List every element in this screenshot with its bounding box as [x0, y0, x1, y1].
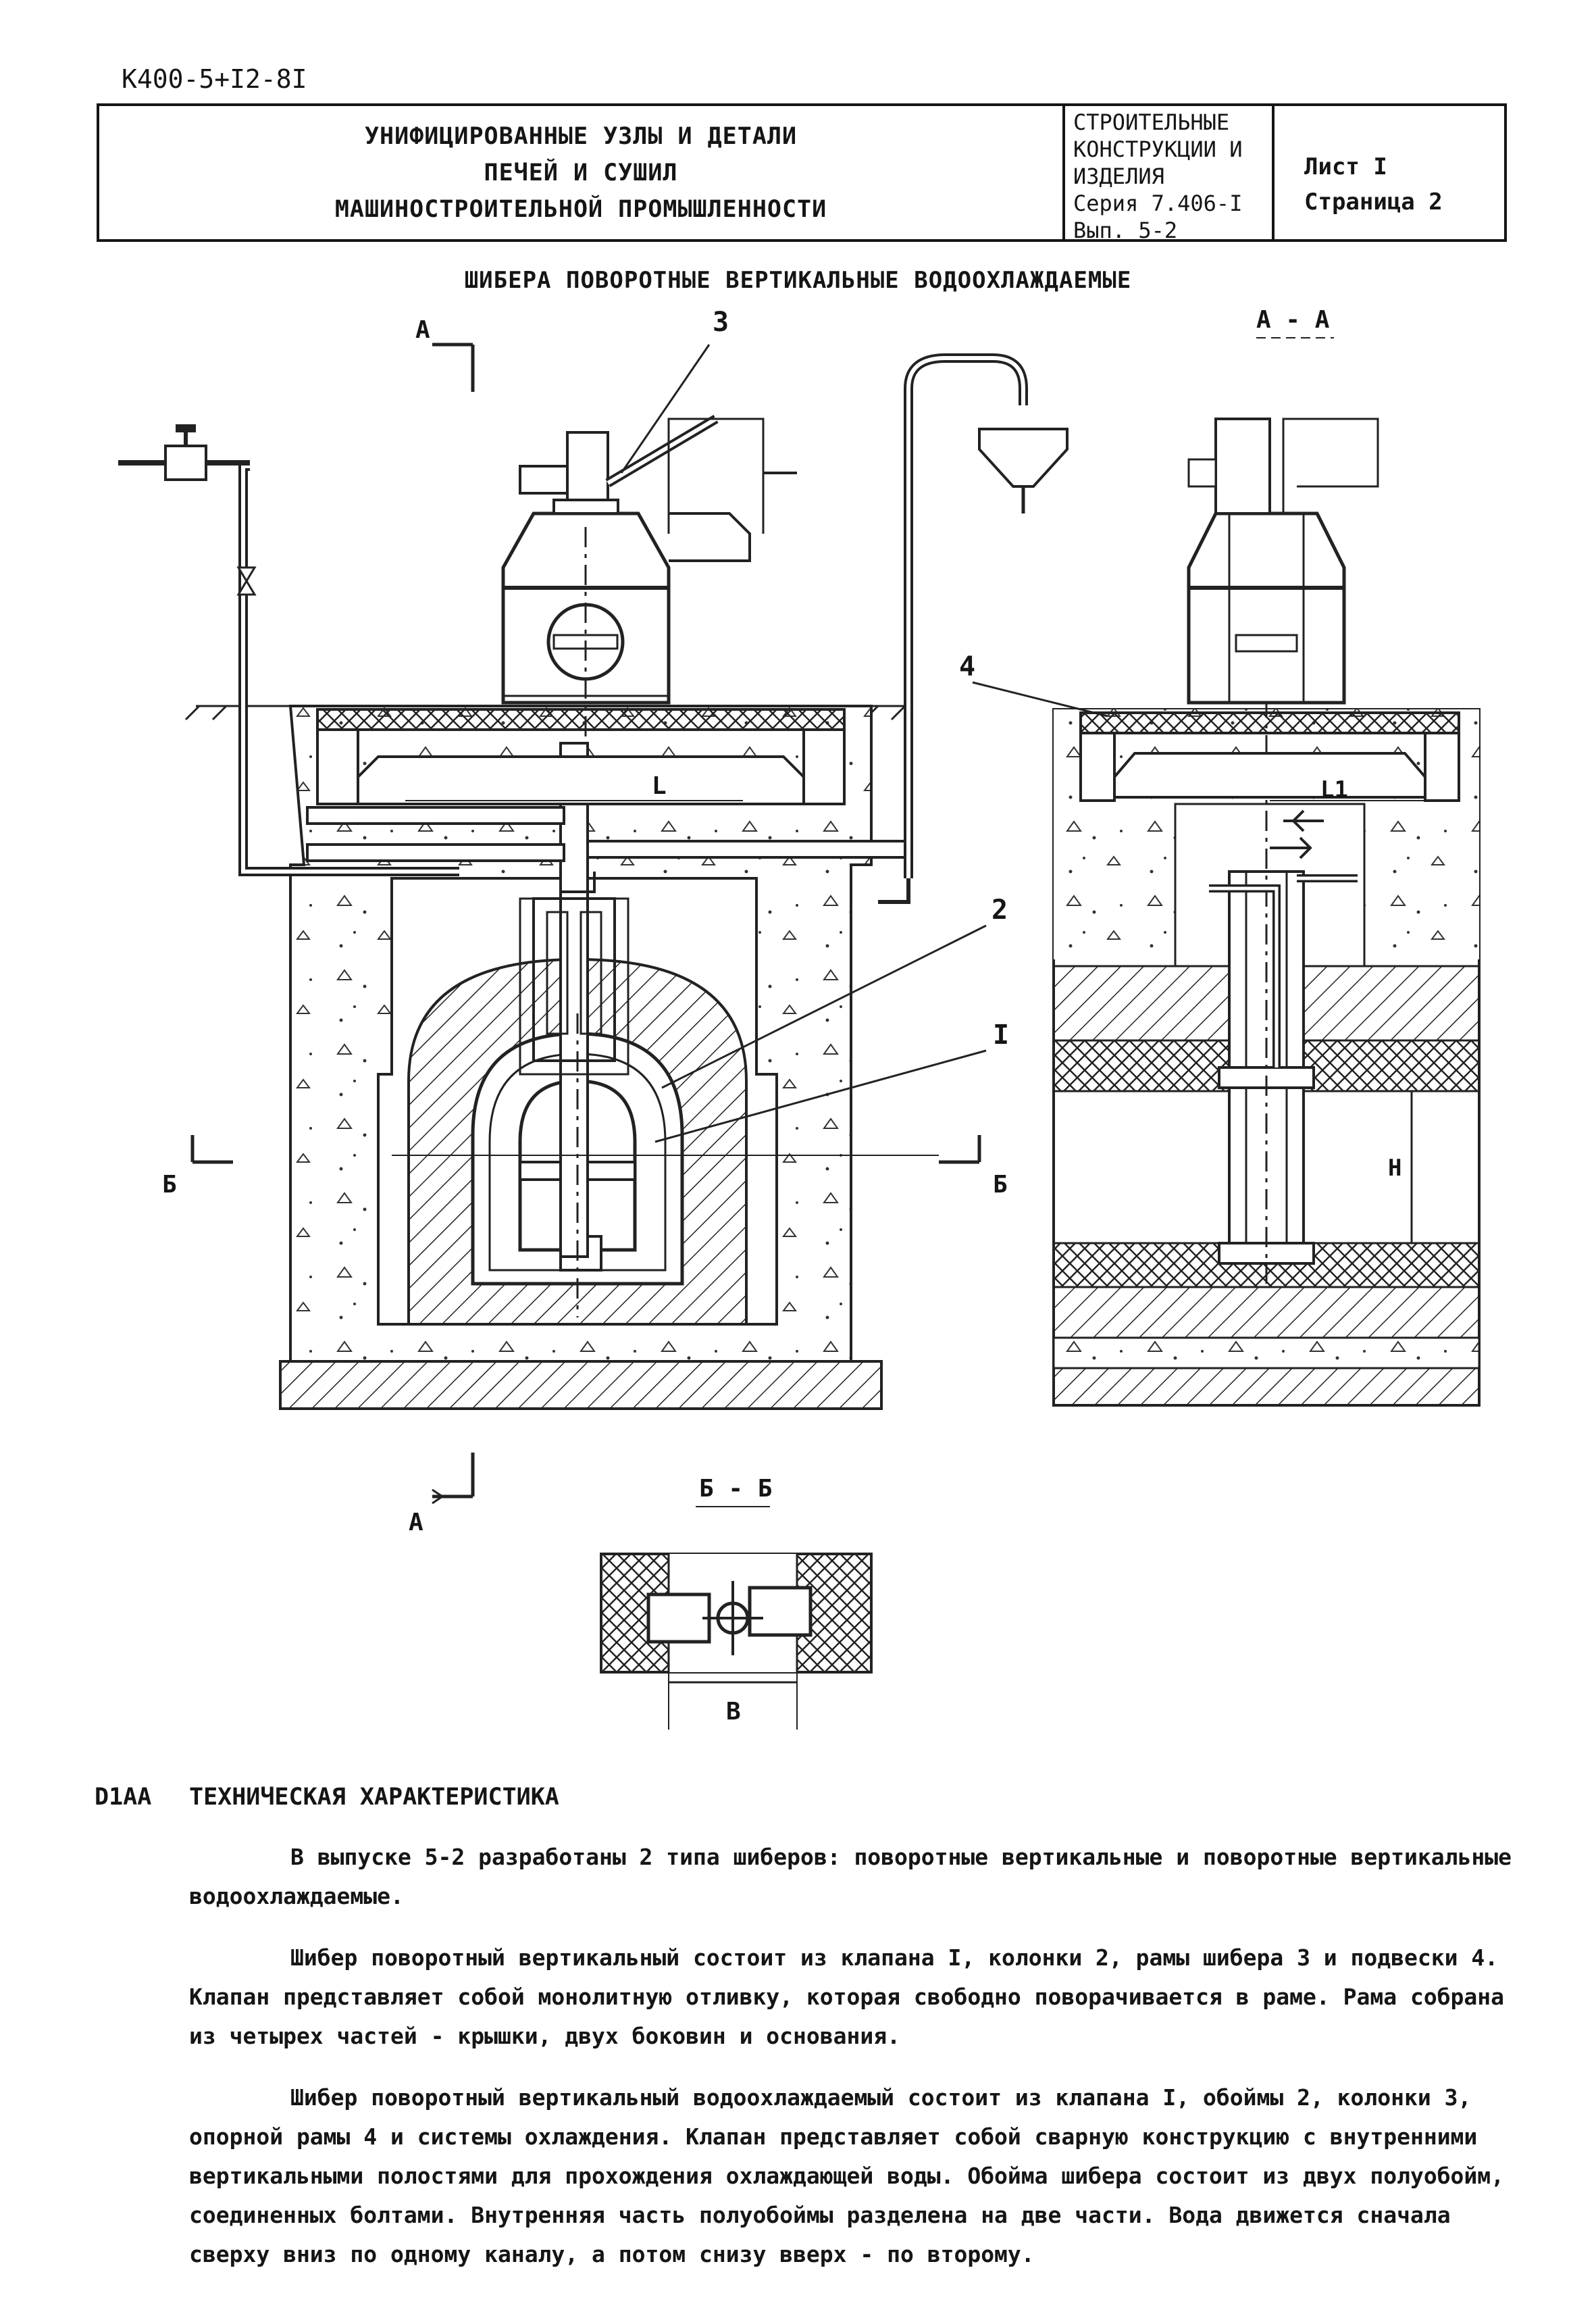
- title-block-main: УНИФИЦИРОВАННЫЕ УЗЛЫ И ДЕТАЛИ ПЕЧЕЙ И СУ…: [99, 106, 1065, 239]
- dimension-b: В: [726, 1698, 741, 1726]
- page-number: Страница 2: [1304, 188, 1443, 216]
- callout-3: 3: [713, 307, 729, 338]
- title-block-series: СТРОИТЕЛЬНЫЕ КОНСТРУКЦИИ И ИЗДЕЛИЯ Серия…: [1065, 106, 1275, 243]
- dimension-l1: L1: [1320, 776, 1348, 803]
- section-aa-title: А - А: [1256, 306, 1330, 334]
- section-mark-b-right: Б: [993, 1171, 1008, 1199]
- series-line-4: Серия 7.406-I: [1073, 191, 1243, 216]
- title-line-2: ПЕЧЕЙ И СУШИЛ: [484, 159, 678, 186]
- title-line-3: МАШИНОСТРОИТЕЛЬНОЙ ПРОМЫШЛЕННОСТИ: [334, 195, 827, 223]
- main-view: 3 2 I L А А Б Б: [118, 307, 1069, 1536]
- section-aa-view: А - А: [959, 306, 1481, 1407]
- tech-paragraph-1: В выпуске 5-2 разработаны 2 типа шиберов…: [189, 1844, 1512, 1909]
- section-mark-a-top: А: [415, 316, 430, 344]
- callout-2: 2: [992, 895, 1008, 926]
- dimension-h: Н: [1388, 1155, 1401, 1182]
- section-bb-title: Б - Б: [699, 1475, 772, 1503]
- dimension-l: L: [652, 772, 667, 800]
- technical-drawing: 3 2 I L А А Б Б А - А: [118, 306, 1481, 1730]
- section-mark-a-bottom: А: [409, 1509, 423, 1536]
- series-line-2: КОНСТРУКЦИИ И: [1073, 136, 1243, 162]
- tech-tag: D1АА: [95, 1784, 152, 1811]
- series-line-1: СТРОИТЕЛЬНЫЕ: [1073, 109, 1230, 135]
- tech-heading-text: ТЕХНИЧЕСКАЯ ХАРАКТЕРИСТИКА: [189, 1784, 559, 1811]
- document-code: К400-5+I2-8I: [122, 64, 307, 94]
- series-line-3: ИЗДЕЛИЯ: [1073, 164, 1164, 189]
- tech-paragraph-2: Шибер поворотный вертикальный состоит из…: [189, 1944, 1505, 2049]
- tech-heading: D1АА ТЕХНИЧЕСКАЯ ХАРАКТЕРИСТИКА: [95, 1784, 1513, 1811]
- title-line-1: УНИФИЦИРОВАННЫЕ УЗЛЫ И ДЕТАЛИ: [364, 122, 798, 150]
- funnel: [978, 428, 1069, 488]
- callout-4: 4: [959, 651, 975, 682]
- section-mark-b-left: Б: [162, 1171, 177, 1199]
- sheet-number: Лист I: [1304, 153, 1387, 180]
- technical-characteristics: D1АА ТЕХНИЧЕСКАЯ ХАРАКТЕРИСТИКА В выпуске…: [95, 1784, 1513, 2278]
- title-block: УНИФИЦИРОВАННЫЕ УЗЛЫ И ДЕТАЛИ ПЕЧЕЙ И СУ…: [97, 103, 1507, 243]
- tech-paragraph-3: Шибер поворотный вертикальный водоохлажд…: [189, 2084, 1505, 2267]
- title-block-sheet: Лист I Страница 2: [1275, 106, 1504, 239]
- section-bb-view: Б - Б В: [600, 1475, 873, 1730]
- callout-1: I: [993, 1020, 1009, 1051]
- sheet-title: ШИБЕРА ПОВОРОТНЫЕ ВЕРТИКАЛЬНЫЕ ВОДООХЛАЖ…: [464, 267, 1132, 294]
- series-line-5: Вып. 5-2: [1073, 218, 1178, 243]
